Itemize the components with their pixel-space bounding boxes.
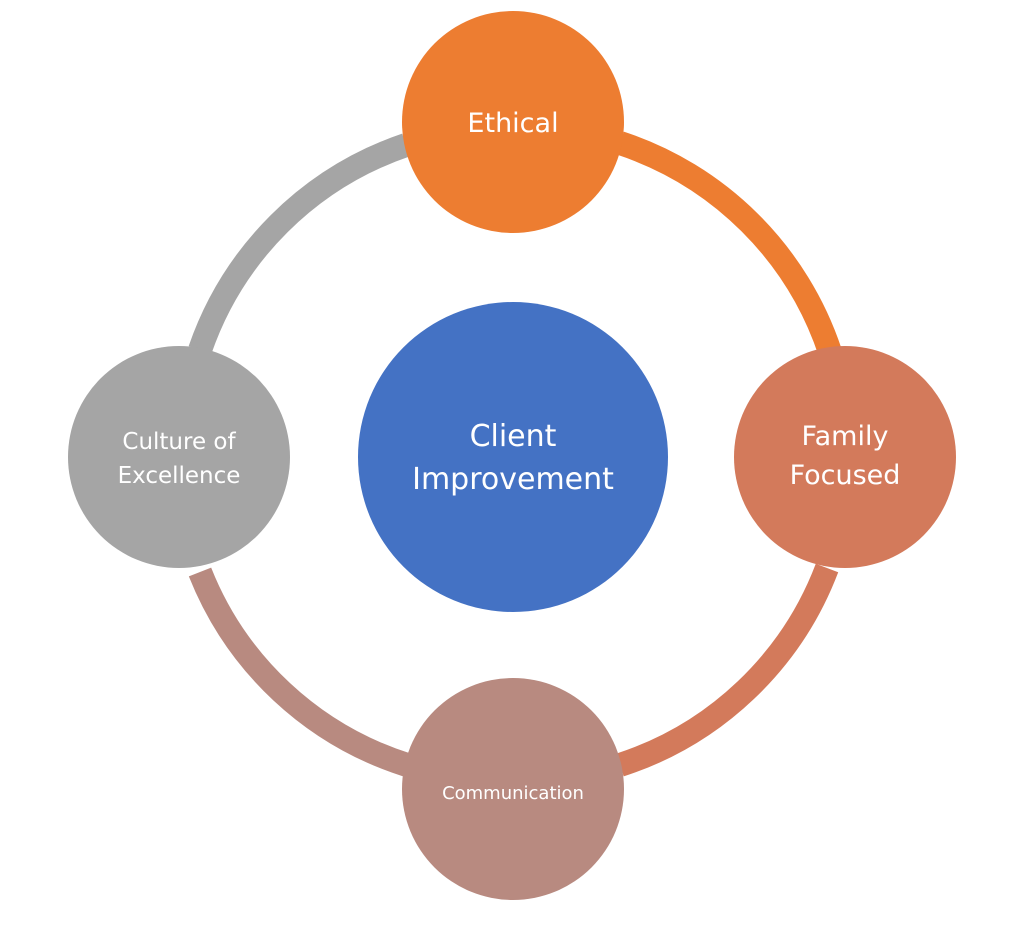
node-communication-label: Communication: [442, 783, 584, 804]
center-node: Client Improvement: [358, 302, 668, 612]
node-family-focused-label-line-2: Focused: [790, 460, 901, 491]
node-culture-of-excellence-label-line-1: Culture of: [122, 429, 236, 455]
node-culture-of-excellence-label-line-2: Excellence: [118, 463, 241, 489]
node-culture-of-excellence-circle: [68, 346, 290, 568]
arc-communication-to-culture-of-excellence: [188, 567, 411, 777]
node-family-focused-label-line-1: Family: [802, 421, 889, 452]
node-communication: Communication: [402, 678, 624, 900]
arc-ethical-to-family-focused: [616, 131, 842, 356]
center-node-label-line-2: Improvement: [412, 462, 614, 497]
node-ethical-label: Ethical: [467, 108, 558, 139]
node-culture-of-excellence: Culture of Excellence: [68, 346, 290, 568]
center-node-circle: [358, 302, 668, 612]
node-ethical-circle: [402, 11, 624, 233]
node-ethical: Ethical: [402, 11, 624, 233]
node-family-focused: Family Focused: [734, 346, 956, 568]
arc-family-focused-to-communication: [616, 563, 839, 777]
arc-culture-of-excellence-to-ethical: [188, 133, 410, 354]
node-family-focused-circle: [734, 346, 956, 568]
center-node-label-line-1: Client: [470, 419, 557, 454]
node-communication-circle: [402, 678, 624, 900]
